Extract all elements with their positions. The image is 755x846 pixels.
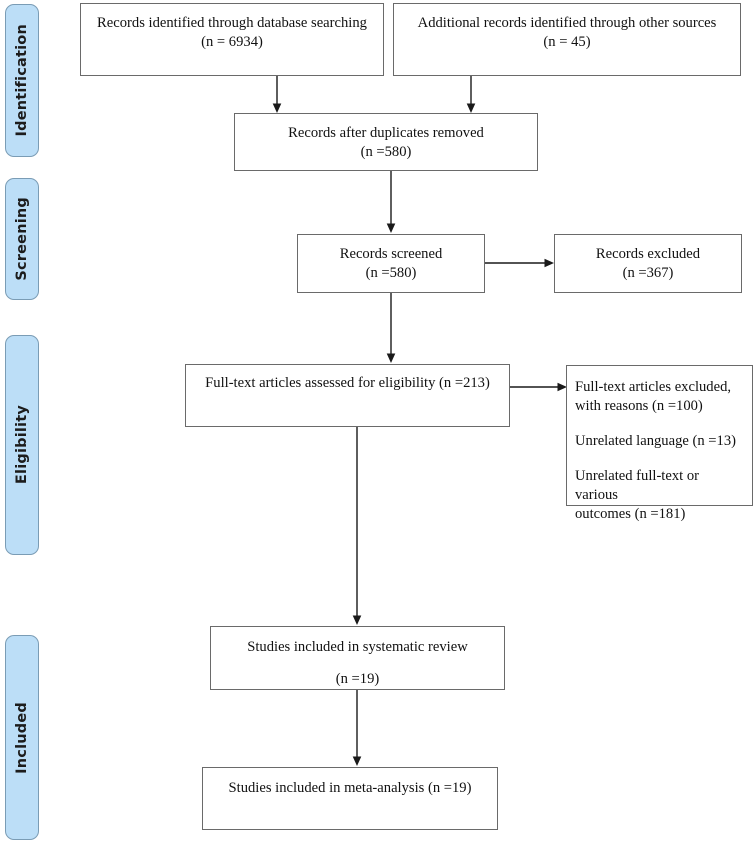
box-line: with reasons (n =100) xyxy=(575,397,703,414)
box-additional-records-other-sources: Additional records identified through ot… xyxy=(393,3,741,76)
box-line: (n =367) xyxy=(622,264,674,281)
arrow-duplicates-to-screened xyxy=(384,171,398,234)
arrow-database-to-duplicates xyxy=(270,76,284,114)
box-studies-meta-analysis-text: Studies included in meta-analysis (n =19… xyxy=(203,779,497,798)
box-line: Studies included in systematic review xyxy=(247,639,468,655)
box-line: Records screened xyxy=(339,245,443,262)
box-records-after-duplicates-removed-text: Records after duplicates removed (n =580… xyxy=(235,124,537,162)
box-fulltext-excluded-with-reasons-text: Full-text articles excluded, with reason… xyxy=(567,378,752,524)
box-line: Records identified through database sear… xyxy=(97,15,367,31)
box-fulltext-assessed-text: Full-text articles assessed for eligibil… xyxy=(186,374,509,393)
box-records-screened: Records screened (n =580) xyxy=(297,234,485,293)
box-line: Full-text articles excluded, xyxy=(575,379,732,395)
box-records-screened-text: Records screened (n =580) xyxy=(298,245,484,283)
box-line: Unrelated language (n =13) xyxy=(575,432,736,449)
stage-tab-eligibility: Eligibility xyxy=(5,335,39,555)
box-records-excluded-text: Records excluded (n =367) xyxy=(555,245,741,283)
arrow-other-sources-to-duplicates xyxy=(464,76,478,114)
stage-tab-included-label: Included xyxy=(14,701,30,774)
box-line: outcomes (n =181) xyxy=(575,505,686,522)
arrow-fulltext-to-systematic-review xyxy=(350,427,364,626)
stage-tab-eligibility-label: Eligibility xyxy=(14,405,30,485)
box-line: Records after duplicates removed xyxy=(288,125,484,141)
box-line: (n =580) xyxy=(365,264,417,281)
stage-tab-screening-label: Screening xyxy=(14,197,30,281)
box-line: (n =19) xyxy=(335,670,380,687)
stage-tab-screening: Screening xyxy=(5,178,39,300)
box-line: Records excluded xyxy=(595,245,701,262)
box-line: (n =580) xyxy=(360,143,412,160)
box-line: Full-text articles assessed for eligibil… xyxy=(205,375,490,391)
stage-tab-identification-label: Identification xyxy=(14,24,30,137)
box-line: (n = 6934) xyxy=(201,33,263,50)
arrow-systematic-review-to-meta-analysis xyxy=(350,690,364,767)
box-line: (n = 45) xyxy=(543,33,591,50)
box-records-identified-database-text: Records identified through database sear… xyxy=(81,14,383,52)
box-records-excluded: Records excluded (n =367) xyxy=(554,234,742,293)
box-studies-systematic-review-text: Studies included in systematic review (n… xyxy=(211,638,504,689)
box-records-after-duplicates-removed: Records after duplicates removed (n =580… xyxy=(234,113,538,171)
stage-tab-included: Included xyxy=(5,635,39,840)
box-line: Additional records identified through ot… xyxy=(417,15,717,31)
box-line: Unrelated full-text or various xyxy=(575,467,699,503)
stage-tab-identification: Identification xyxy=(5,4,39,157)
box-records-identified-database: Records identified through database sear… xyxy=(80,3,384,76)
box-studies-meta-analysis: Studies included in meta-analysis (n =19… xyxy=(202,767,498,830)
box-studies-systematic-review: Studies included in systematic review (n… xyxy=(210,626,505,690)
box-fulltext-excluded-with-reasons: Full-text articles excluded, with reason… xyxy=(566,365,753,522)
box-fulltext-assessed: Full-text articles assessed for eligibil… xyxy=(185,364,510,427)
arrow-fulltext-to-fulltext-excluded xyxy=(510,380,568,394)
box-line: Studies included in meta-analysis (n =19… xyxy=(228,780,472,796)
arrow-screened-to-excluded xyxy=(485,256,555,270)
box-additional-records-other-sources-text: Additional records identified through ot… xyxy=(394,14,740,52)
arrow-screened-to-fulltext xyxy=(384,293,398,364)
